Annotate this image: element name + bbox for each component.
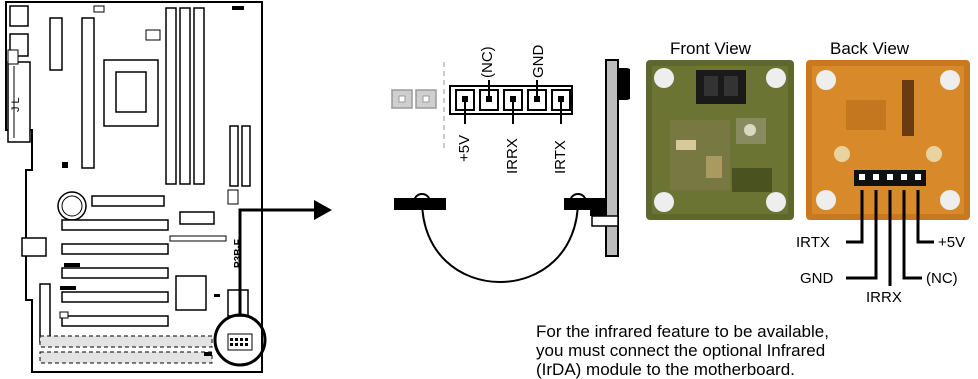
caption-line-2: you must connect the optional Infrared xyxy=(536,341,826,360)
pci-slot-2 xyxy=(61,243,169,255)
isa-slot-1 xyxy=(39,335,213,348)
caption-line-3: (IrDA) module to the motherboard. xyxy=(536,360,795,379)
caption: For the infrared feature to be available… xyxy=(536,322,966,379)
back-view-photo xyxy=(806,60,970,220)
model-label: P3B-F xyxy=(233,239,244,268)
dimm-slot-3 xyxy=(193,7,205,185)
cable-plug-right xyxy=(564,198,606,210)
pointer-arrow xyxy=(288,200,332,220)
ps2-connector xyxy=(9,5,29,27)
dimm-slot-1 xyxy=(165,7,177,185)
jl-label: J L xyxy=(10,97,22,112)
ir-lens xyxy=(618,68,630,100)
pci-slot-5 xyxy=(61,315,169,327)
pin-label-5v: +5V xyxy=(456,134,473,162)
back-label-irtx: IRTX xyxy=(796,234,830,251)
back-label-nc: (NC) xyxy=(926,270,958,287)
agp-slot xyxy=(91,195,165,207)
pin-label-nc: (NC) xyxy=(479,46,496,78)
front-view-title: Front View xyxy=(670,39,751,58)
serial-port xyxy=(7,49,19,65)
ir-connector-detail xyxy=(391,59,630,283)
cpu-chip xyxy=(115,71,147,113)
pci-slot-4 xyxy=(61,291,169,303)
back-pin-leads xyxy=(846,190,934,286)
pin-label-irrx: IRRX xyxy=(504,138,521,174)
isa-slot-2 xyxy=(39,351,213,364)
back-view-title: Back View xyxy=(830,39,910,58)
front-view-photo xyxy=(646,60,794,220)
caption-line-1: For the infrared feature to be available… xyxy=(536,322,829,341)
pci-slot-3 xyxy=(61,267,169,279)
ir-cable xyxy=(420,197,580,283)
pointer-line xyxy=(238,208,290,315)
motherboard-diagram xyxy=(5,1,290,373)
isa-slot-left xyxy=(39,283,51,343)
ir-module-board xyxy=(605,59,619,257)
pin-label-gnd: GND xyxy=(530,44,547,78)
ir-connector-on-board xyxy=(227,333,253,351)
isa-slot-vertical xyxy=(81,17,95,169)
dimm-slot-2 xyxy=(179,7,191,185)
slot-1-vertical xyxy=(49,17,63,71)
pci-slot-1 xyxy=(61,219,169,231)
back-label-irrx: IRRX xyxy=(866,289,902,306)
back-label-5v: +5V xyxy=(938,234,966,251)
back-label-gnd: GND xyxy=(800,270,834,287)
cable-plug-left xyxy=(394,198,446,210)
pin-label-irtx: IRTX xyxy=(552,140,569,174)
ide-connector-1 xyxy=(229,125,239,187)
ide-connector-2 xyxy=(241,125,251,187)
chipset xyxy=(175,275,207,311)
